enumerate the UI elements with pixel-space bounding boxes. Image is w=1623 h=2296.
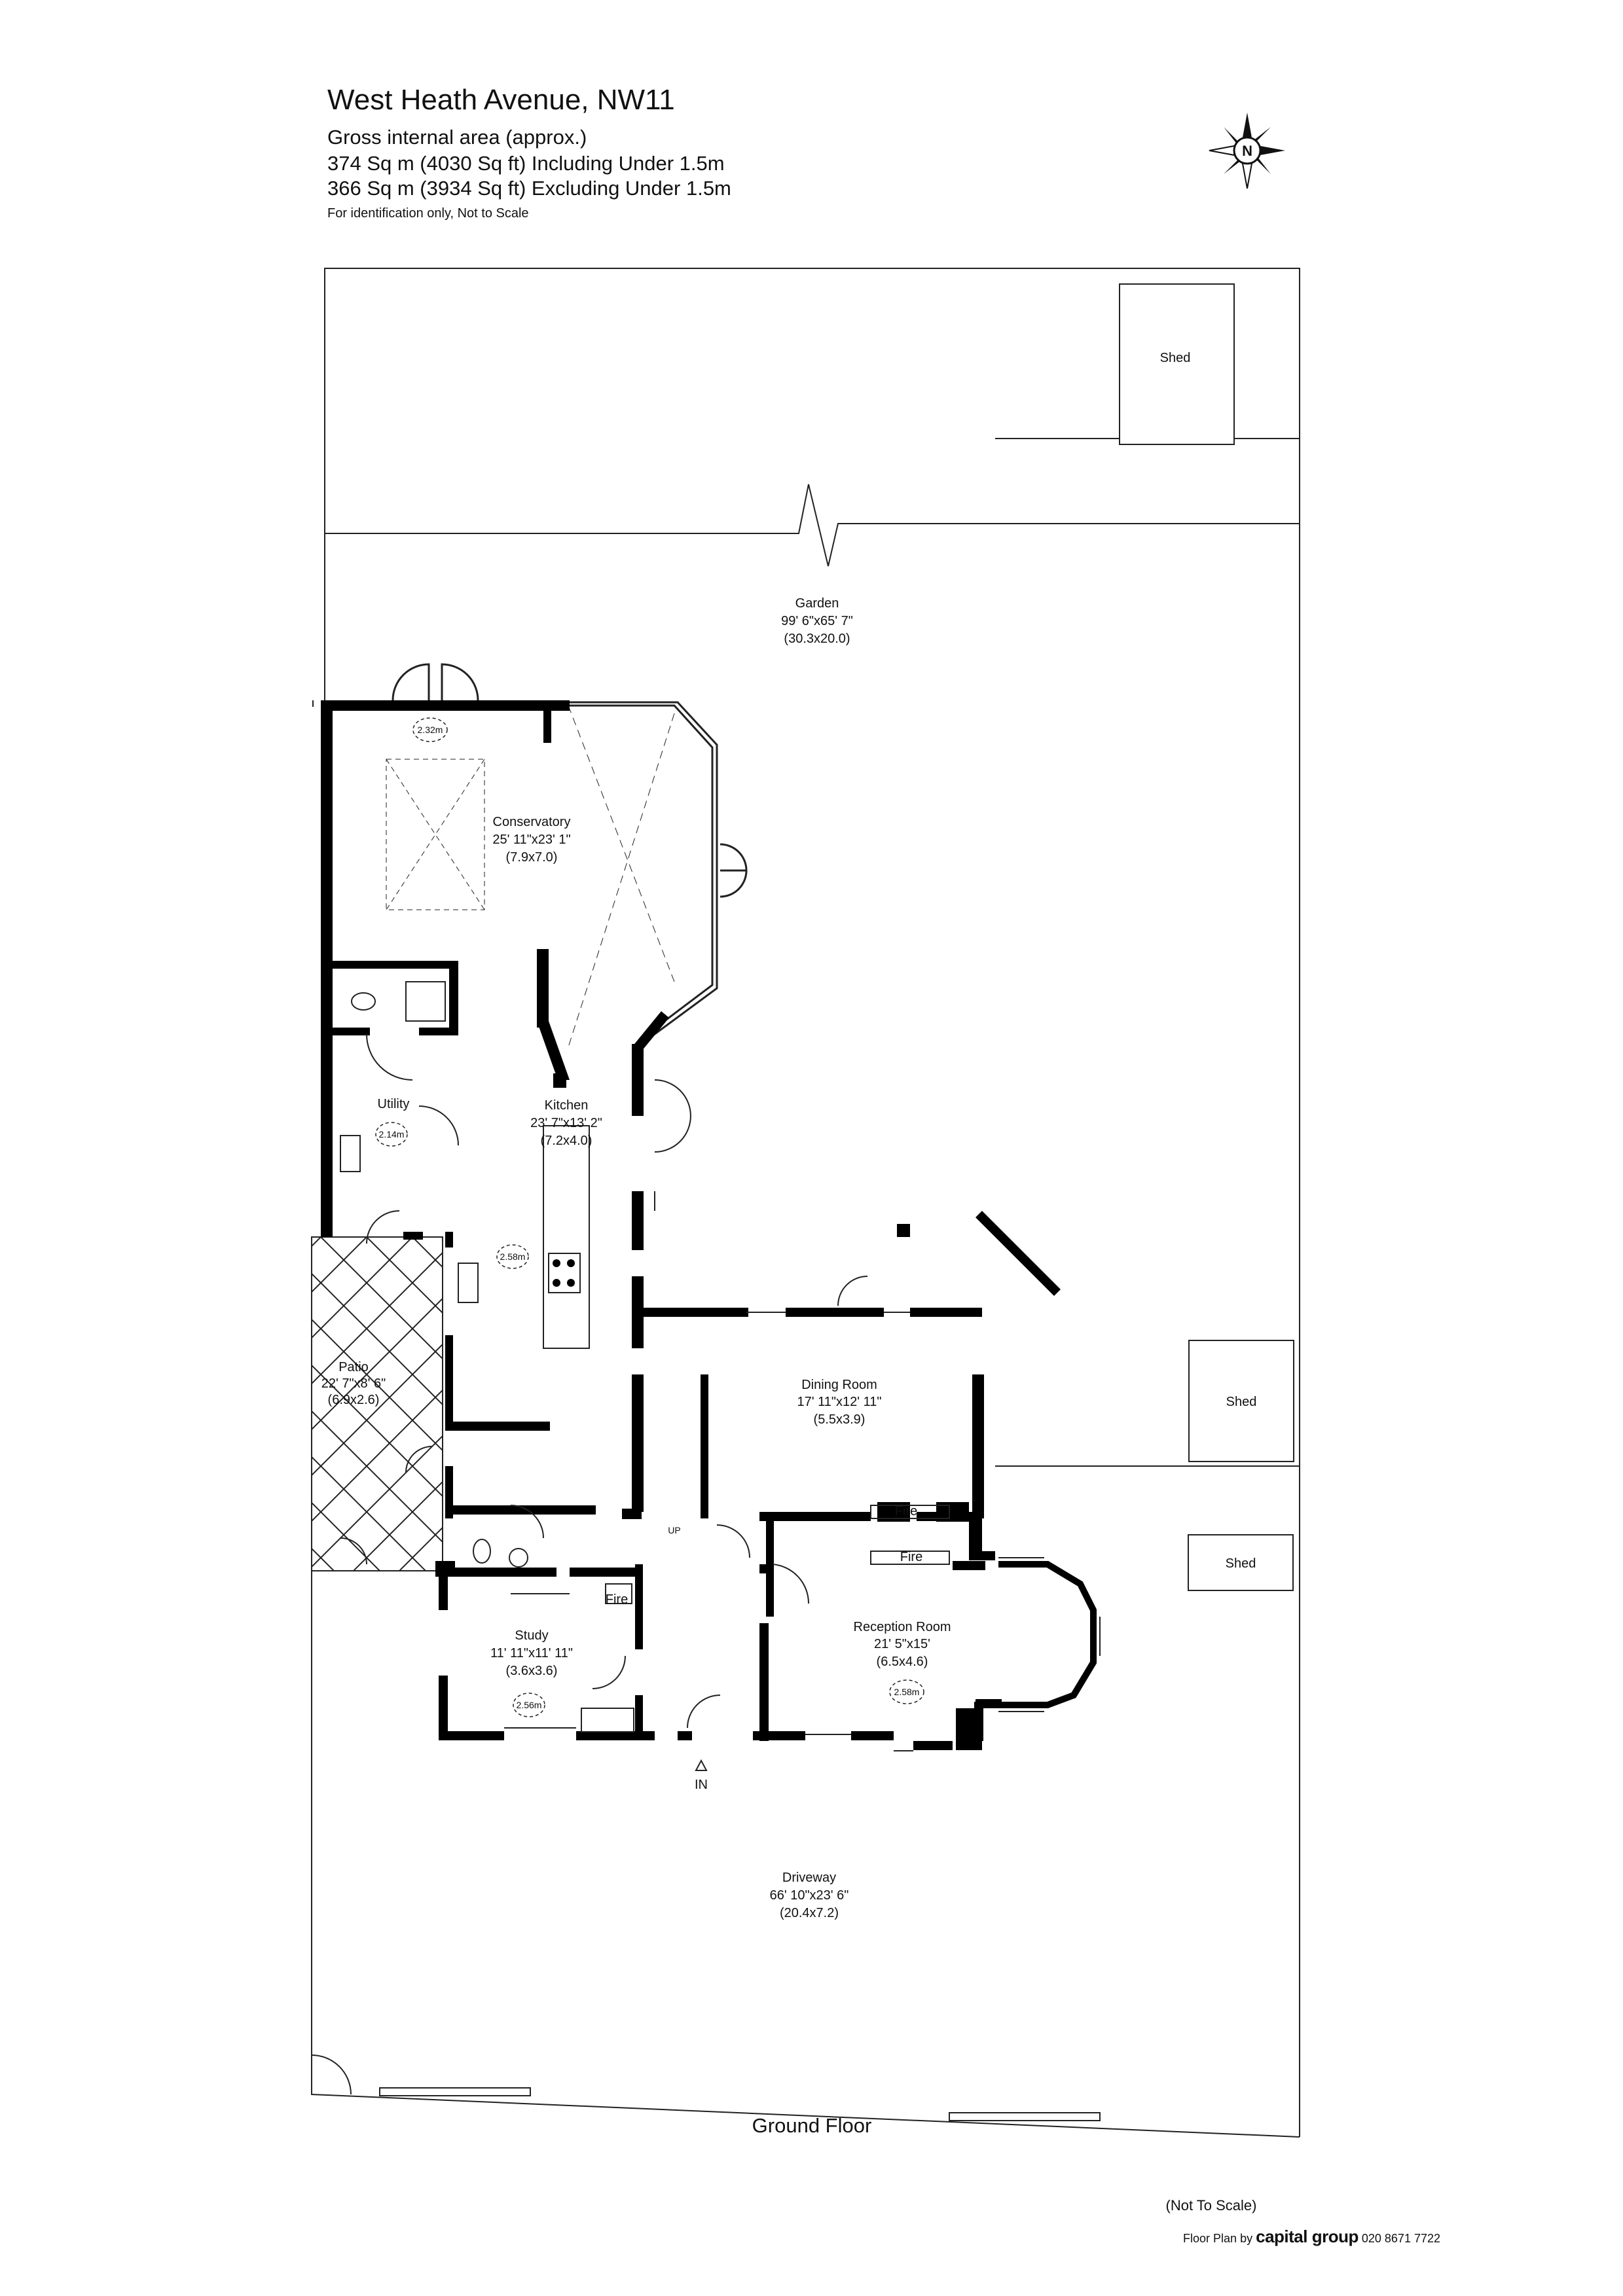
conservatory-name: Conservatory <box>493 815 571 829</box>
height-markers <box>375 717 924 1717</box>
area-including: 374 Sq m (4030 Sq ft) Including Under 1.… <box>327 152 725 175</box>
dining-name: Dining Room <box>801 1378 877 1392</box>
reception-name: Reception Room <box>854 1620 951 1634</box>
study-height: 2.56m <box>517 1700 542 1710</box>
driveway-boundary <box>311 1465 1300 2138</box>
driveway-name: Driveway <box>782 1871 836 1885</box>
hob-icon <box>548 1253 581 1293</box>
reception-metric: (6.5x4.6) <box>877 1655 928 1669</box>
kitchen-metric: (7.2x4.0) <box>541 1134 593 1148</box>
fire-reception-label: Fire <box>900 1550 922 1564</box>
kitchen-height: 2.58m <box>500 1251 526 1262</box>
dining-metric: (5.5x3.9) <box>814 1412 866 1427</box>
walls <box>321 700 1061 1750</box>
floor-name: Ground Floor <box>752 2114 872 2137</box>
shed-mid <box>1188 1340 1294 1462</box>
shed-top <box>1119 283 1235 445</box>
reception-imperial: 21' 5"x15' <box>874 1637 930 1651</box>
windows <box>504 1191 1101 1751</box>
credit-phone: 020 8671 7722 <box>1361 2232 1440 2245</box>
sink-icon <box>458 1263 479 1303</box>
kitchen-island <box>543 1125 590 1349</box>
wc-icon <box>351 981 528 1568</box>
credit-line: Floor Plan by capital group 020 8671 772… <box>917 2227 1440 2247</box>
garden-metric: (30.3x20.0) <box>784 632 850 646</box>
patio-metric: (6.9x2.6) <box>328 1393 380 1407</box>
shed-top-label: Shed <box>1160 351 1191 365</box>
fire-dining-label: Fire <box>895 1504 917 1518</box>
identification-note: For identification only, Not to Scale <box>327 206 529 221</box>
patio-name: Patio <box>338 1360 369 1374</box>
brand-logo: capital group <box>1256 2227 1359 2246</box>
kitchen-name: Kitchen <box>545 1098 589 1113</box>
gross-area-label: Gross internal area (approx.) <box>327 126 587 149</box>
garden-boundary <box>312 268 1300 2137</box>
compass-letter: N <box>1242 143 1252 159</box>
shed-low <box>1188 1534 1294 1591</box>
patio-imperial: 22' 7"x8' 6" <box>321 1376 386 1391</box>
kitchen-imperial: 23' 7"x13' 2" <box>530 1116 602 1130</box>
entrance-label: IN <box>695 1778 708 1792</box>
garden-name: Garden <box>795 596 839 611</box>
study-name: Study <box>515 1628 548 1643</box>
shed-low-label: Shed <box>1226 1556 1256 1571</box>
reception-bay <box>998 1561 1097 1708</box>
credit-prefix: Floor Plan by <box>1183 2232 1253 2245</box>
doors <box>340 1033 868 1729</box>
dining-imperial: 17' 11"x12' 11" <box>797 1395 882 1409</box>
entrance-arrow-icon <box>695 1759 708 1771</box>
driveway-metric: (20.4x7.2) <box>780 1906 839 1920</box>
plan-title: West Heath Avenue, NW11 <box>327 84 675 116</box>
study-metric: (3.6x3.6) <box>506 1664 558 1678</box>
patio-area <box>311 1236 443 1571</box>
conservatory-height: 2.32m <box>418 725 443 735</box>
conservatory-imperial: 25' 11"x23' 1" <box>492 833 570 847</box>
fire-study-label: Fire <box>606 1592 628 1607</box>
shed-mid-label: Shed <box>1226 1395 1257 1409</box>
area-excluding: 366 Sq m (3934 Sq ft) Excluding Under 1.… <box>327 177 731 200</box>
reception-height: 2.58m <box>894 1687 920 1697</box>
conservatory-metric: (7.9x7.0) <box>506 850 558 865</box>
utility-height: 2.14m <box>379 1129 405 1139</box>
utility-sink-icon <box>340 1135 361 1172</box>
compass-icon: N <box>1209 113 1285 189</box>
utility-name: Utility <box>378 1097 410 1111</box>
garden-imperial: 99' 6"x65' 7" <box>781 614 853 628</box>
stairs-up-label: UP <box>668 1525 680 1535</box>
study-imperial: 11' 11"x11' 11" <box>490 1646 573 1660</box>
not-to-scale-note: (Not To Scale) <box>1165 2197 1257 2214</box>
conservatory-glazing <box>386 663 748 1049</box>
driveway-imperial: 66' 10"x23' 6" <box>770 1888 849 1903</box>
